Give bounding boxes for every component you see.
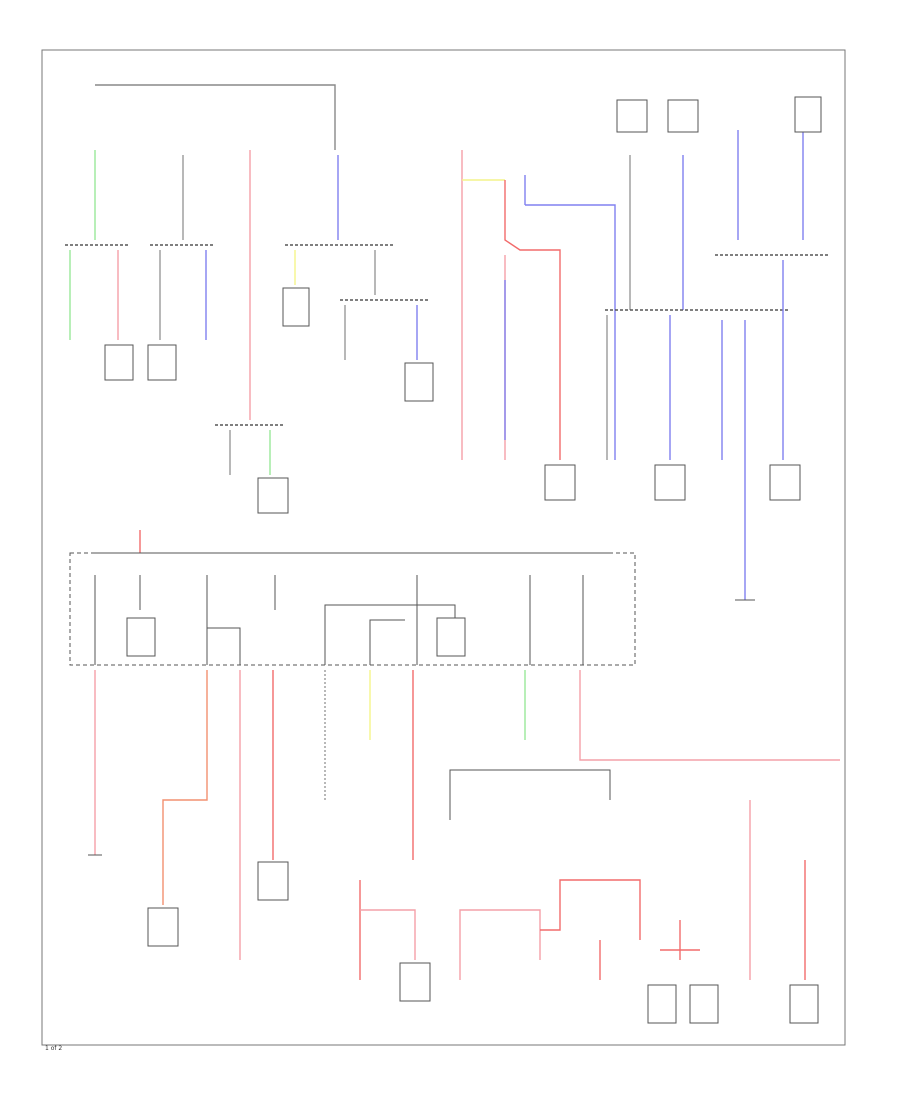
diagram-border <box>41 49 846 1046</box>
top-left-circuits <box>65 84 430 475</box>
top-right-components <box>544 96 822 501</box>
ground-symbols <box>88 599 755 856</box>
lower-components <box>147 861 819 1024</box>
top-left-components <box>104 287 434 514</box>
top-right-circuits <box>461 130 830 600</box>
lower-circuits <box>94 670 840 980</box>
page-reference: 1 of 2 <box>45 1045 62 1052</box>
fuse-box <box>69 530 636 666</box>
